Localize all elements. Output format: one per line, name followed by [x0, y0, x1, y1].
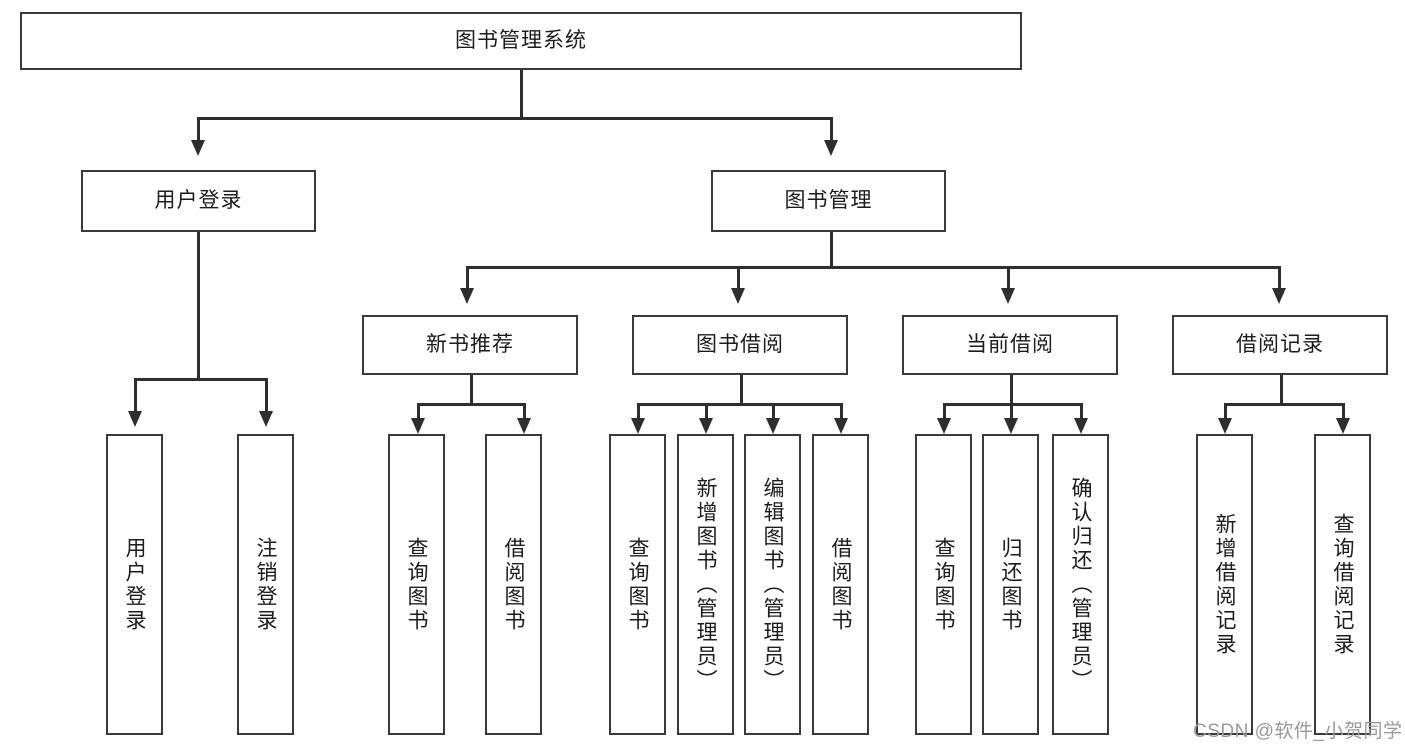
node-book-borrow[interactable]: 图书借阅 — [632, 315, 848, 375]
node-label: 查询借阅记录 — [1331, 512, 1354, 657]
leaf-bookborrow-borrow-book[interactable]: 借阅图书 — [812, 434, 869, 735]
connector-bm-to-book-borrow — [737, 266, 740, 290]
connector-newbook-to-leaf-1 — [523, 403, 526, 420]
arrowhead-root-to-user-login — [191, 140, 205, 156]
connector-currentborrow-to-leaf-1 — [1010, 403, 1013, 420]
arrowhead-user-login-to-leaf-0 — [128, 411, 142, 427]
connector-bm-to-current-borrow — [1007, 266, 1010, 290]
arrowhead-bookborrow-to-leaf-0 — [631, 418, 645, 434]
node-label: 图书借阅 — [696, 332, 784, 356]
node-user-login[interactable]: 用户登录 — [81, 170, 316, 232]
connector-bookborrow-stem — [740, 375, 743, 405]
connector-newbook-bus — [417, 403, 523, 406]
leaf-newbook-borrow-book[interactable]: 借阅图书 — [485, 434, 542, 735]
leaf-bookborrow-add-book-admin[interactable]: 新增图书（管理员） — [677, 434, 734, 735]
connector-currentborrow-stem — [1010, 375, 1013, 405]
connector-newbook-to-leaf-0 — [417, 403, 420, 420]
connector-borrowrecord-stem — [1280, 375, 1283, 405]
connector-borrowrecord-to-leaf-0 — [1224, 403, 1227, 420]
leaf-borrowrecord-query-record[interactable]: 查询借阅记录 — [1314, 434, 1371, 735]
connector-user-login-stem — [197, 232, 200, 380]
node-label: 借阅记录 — [1236, 332, 1324, 356]
leaf-currentborrow-query-book[interactable]: 查询图书 — [915, 434, 972, 735]
arrowhead-bookborrow-to-leaf-2 — [766, 418, 780, 434]
leaf-user-login-logout[interactable]: 注销登录 — [237, 434, 294, 735]
node-label: 当前借阅 — [966, 332, 1054, 356]
arrowhead-newbook-to-leaf-1 — [517, 418, 531, 434]
node-borrow-record[interactable]: 借阅记录 — [1172, 315, 1388, 375]
leaf-currentborrow-return-book[interactable]: 归还图书 — [982, 434, 1039, 735]
node-current-borrow[interactable]: 当前借阅 — [902, 315, 1118, 375]
arrowhead-user-login-to-leaf-1 — [259, 411, 273, 427]
connector-root-stem — [520, 70, 523, 118]
arrowhead-borrowrecord-to-leaf-1 — [1336, 418, 1350, 434]
leaf-newbook-query-book[interactable]: 查询图书 — [388, 434, 445, 735]
leaf-bookborrow-query-book[interactable]: 查询图书 — [609, 434, 666, 735]
connector-book-management-bus — [466, 266, 1280, 269]
node-label: 新增借阅记录 — [1213, 512, 1236, 657]
node-label: 归还图书 — [999, 536, 1022, 633]
connector-bookborrow-to-leaf-2 — [772, 403, 775, 420]
connector-borrowrecord-to-leaf-1 — [1342, 403, 1345, 420]
connector-root-to-book-management — [830, 117, 833, 143]
leaf-borrowrecord-add-record[interactable]: 新增借阅记录 — [1196, 434, 1253, 735]
node-root-book-management-system[interactable]: 图书管理系统 — [20, 12, 1022, 70]
node-label: 查询图书 — [405, 536, 428, 633]
connector-user-login-to-leaf-0 — [134, 378, 137, 414]
arrowhead-root-to-book-management — [824, 140, 838, 156]
connector-bookborrow-to-leaf-1 — [705, 403, 708, 420]
node-label: 查询图书 — [626, 536, 649, 633]
node-label: 用户登录 — [123, 536, 146, 633]
arrowhead-borrowrecord-to-leaf-0 — [1218, 418, 1232, 434]
connector-root-bus — [197, 117, 832, 120]
connector-bm-to-borrow-record — [1278, 266, 1281, 290]
arrowhead-currentborrow-to-leaf-1 — [1004, 418, 1018, 434]
leaf-user-login-login[interactable]: 用户登录 — [106, 434, 163, 735]
connector-user-login-to-leaf-1 — [265, 378, 268, 414]
arrowhead-bm-to-current-borrow — [1001, 288, 1015, 304]
arrowhead-bookborrow-to-leaf-3 — [834, 418, 848, 434]
node-book-management[interactable]: 图书管理 — [711, 170, 946, 232]
connector-bookborrow-to-leaf-3 — [840, 403, 843, 420]
connector-currentborrow-to-leaf-2 — [1080, 403, 1083, 420]
node-label: 编辑图书（管理员） — [761, 476, 784, 693]
node-label: 确认归还（管理员） — [1069, 476, 1092, 693]
connector-currentborrow-to-leaf-0 — [943, 403, 946, 420]
leaf-bookborrow-edit-book-admin[interactable]: 编辑图书（管理员） — [744, 434, 801, 735]
arrowhead-newbook-to-leaf-0 — [411, 418, 425, 434]
node-label: 借阅图书 — [502, 536, 525, 633]
arrowhead-bm-to-book-borrow — [731, 288, 745, 304]
arrowhead-bookborrow-to-leaf-1 — [699, 418, 713, 434]
node-label: 查询图书 — [932, 536, 955, 633]
node-label: 图书管理 — [784, 188, 873, 212]
node-label: 图书管理系统 — [455, 28, 587, 52]
arrowhead-bm-to-borrow-record — [1272, 288, 1286, 304]
node-label: 新书推荐 — [426, 332, 514, 356]
connector-borrowrecord-bus — [1224, 403, 1342, 406]
connector-root-to-user-login — [197, 117, 200, 143]
leaf-currentborrow-confirm-return-admin[interactable]: 确认归还（管理员） — [1052, 434, 1109, 735]
node-new-book-recommend[interactable]: 新书推荐 — [362, 315, 578, 375]
node-label: 借阅图书 — [829, 536, 852, 633]
connector-bookborrow-bus — [637, 403, 843, 406]
arrowhead-currentborrow-to-leaf-0 — [937, 418, 951, 434]
node-label: 注销登录 — [254, 536, 277, 633]
connector-book-management-stem — [830, 232, 833, 268]
connector-bm-to-new-book — [466, 266, 469, 290]
connector-user-login-bus — [134, 378, 265, 381]
connector-bookborrow-to-leaf-0 — [637, 403, 640, 420]
node-label: 新增图书（管理员） — [694, 476, 717, 693]
connector-newbook-stem — [470, 375, 473, 405]
arrowhead-currentborrow-to-leaf-2 — [1074, 418, 1088, 434]
node-label: 用户登录 — [154, 188, 243, 212]
arrowhead-bm-to-new-book — [460, 288, 474, 304]
